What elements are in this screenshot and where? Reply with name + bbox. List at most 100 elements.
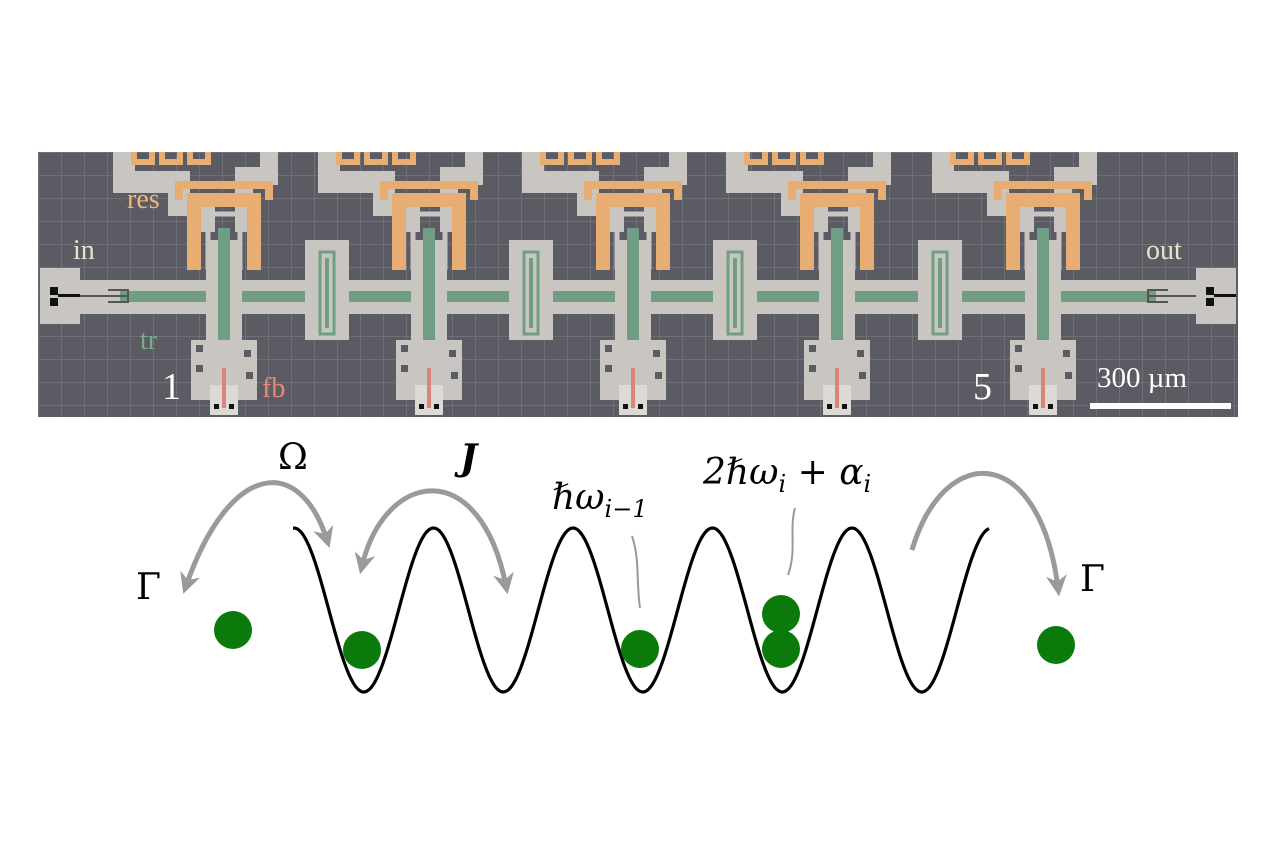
fb-mark-a-5 xyxy=(1033,404,1038,409)
flux-bias-2 xyxy=(427,368,431,408)
pad-hole-4-0 xyxy=(809,345,816,352)
coupler-2 xyxy=(522,250,540,336)
pad-hole-5-2 xyxy=(1063,350,1070,357)
fb-mark-b-4 xyxy=(842,404,847,409)
coupler-core-3 xyxy=(733,258,737,328)
port-mark-a-out xyxy=(1206,287,1214,295)
flux-bias-5 xyxy=(1041,368,1045,408)
pad-hole-1-1 xyxy=(196,365,203,372)
particle-site-4-upper xyxy=(762,595,800,633)
fb-mark-a-2 xyxy=(419,404,424,409)
arrow-J xyxy=(354,488,514,595)
port-mark-a-in xyxy=(50,287,58,295)
label-in: in xyxy=(73,235,95,266)
pad-hole-4-1 xyxy=(809,365,816,372)
pad-hole-2-1 xyxy=(401,365,408,372)
pad-hole-5-3 xyxy=(1065,372,1072,379)
fb-mark-a-3 xyxy=(623,404,628,409)
arrow-gamma-right xyxy=(909,471,1067,597)
pad-hole-4-3 xyxy=(859,372,866,379)
pointer-hbar-omega xyxy=(631,535,641,609)
pad-hole-2-3 xyxy=(451,372,458,379)
particle-site-4-lower xyxy=(762,630,800,668)
pad-hole-3-1 xyxy=(605,365,612,372)
resonator-meander-5 xyxy=(950,152,1030,165)
transmon-arm-1 xyxy=(218,228,230,368)
resonator-meander-2 xyxy=(336,152,416,165)
fb-mark-a-1 xyxy=(214,404,219,409)
scale-bar xyxy=(1090,403,1231,409)
flux-bias-3 xyxy=(631,368,635,408)
label-J: J xyxy=(460,437,478,479)
pad-hole-4-2 xyxy=(857,350,864,357)
pad-hole-3-0 xyxy=(605,345,612,352)
pad-hole-1-0 xyxy=(196,345,203,352)
transmon-arm-3 xyxy=(627,228,639,368)
resonator-frame-2 xyxy=(392,193,466,270)
fb-mark-b-5 xyxy=(1048,404,1053,409)
resonator-frame-3 xyxy=(596,193,670,270)
port-mark-b-in xyxy=(50,298,58,306)
particle-left xyxy=(214,611,252,649)
pad-hole-5-0 xyxy=(1015,345,1022,352)
coupler-4 xyxy=(931,250,949,336)
pad-hole-2-2 xyxy=(449,350,456,357)
resonator-frame-5 xyxy=(1006,193,1080,270)
label-two-hbar-omega-alpha: 2ℏωi + αi xyxy=(703,452,872,498)
particle-site-3 xyxy=(621,630,659,668)
pad-hole-1-3 xyxy=(246,372,253,379)
label-res: res xyxy=(127,184,160,215)
pad-hole-5-1 xyxy=(1015,365,1022,372)
output-capacitor xyxy=(1147,289,1196,303)
fb-mark-b-3 xyxy=(638,404,643,409)
particle-site-1 xyxy=(343,631,381,669)
resonator-top-3 xyxy=(584,181,682,200)
coupler-3 xyxy=(726,250,744,336)
resonator-meander-3 xyxy=(540,152,620,165)
label-site-5: 5 xyxy=(973,366,992,408)
coupler-core-1 xyxy=(325,258,329,328)
input-capacitor xyxy=(80,289,129,303)
coupler-core-2 xyxy=(529,258,533,328)
coupler-core-4 xyxy=(938,258,942,328)
fb-mark-a-4 xyxy=(827,404,832,409)
pad-hole-1-2 xyxy=(244,350,251,357)
transmon-arm-5 xyxy=(1037,228,1049,368)
resonator-frame-1 xyxy=(187,193,261,270)
label-gamma-right: Γ xyxy=(1080,559,1105,600)
resonator-top-1 xyxy=(175,181,273,200)
transmon-arm-2 xyxy=(423,228,435,368)
port-line-out xyxy=(1214,294,1236,297)
fb-mark-b-2 xyxy=(434,404,439,409)
label-tr: tr xyxy=(140,325,158,356)
label-hbar-omega: ℏωi−1 xyxy=(552,477,648,523)
resonator-top-5 xyxy=(994,181,1092,200)
label-fb: fb xyxy=(262,373,286,404)
fb-mark-b-1 xyxy=(229,404,234,409)
transmon-arm-4 xyxy=(831,228,843,368)
coupler-1 xyxy=(318,250,336,336)
resonator-frame-4 xyxy=(800,193,874,270)
resonator-meander-1 xyxy=(131,152,211,165)
label-out: out xyxy=(1146,235,1182,266)
port-line-in xyxy=(58,294,80,297)
flux-bias-4 xyxy=(835,368,839,408)
arrow-omega-gamma xyxy=(180,480,334,594)
pad-hole-3-2 xyxy=(653,350,660,357)
flux-bias-1 xyxy=(222,368,226,408)
resonator-top-2 xyxy=(380,181,478,200)
label-gamma-left: Γ xyxy=(136,567,161,608)
resonator-top-4 xyxy=(788,181,886,200)
pointer-two-hbar-omega xyxy=(787,507,796,576)
label-omega: Ω xyxy=(278,437,308,478)
pad-hole-3-3 xyxy=(655,372,662,379)
particle-right xyxy=(1037,626,1075,664)
port-mark-b-out xyxy=(1206,298,1214,306)
label-site-1: 1 xyxy=(162,366,181,408)
scale-bar-label: 300 µm xyxy=(1097,362,1188,394)
resonator-meander-4 xyxy=(744,152,824,165)
pad-hole-2-0 xyxy=(401,345,408,352)
